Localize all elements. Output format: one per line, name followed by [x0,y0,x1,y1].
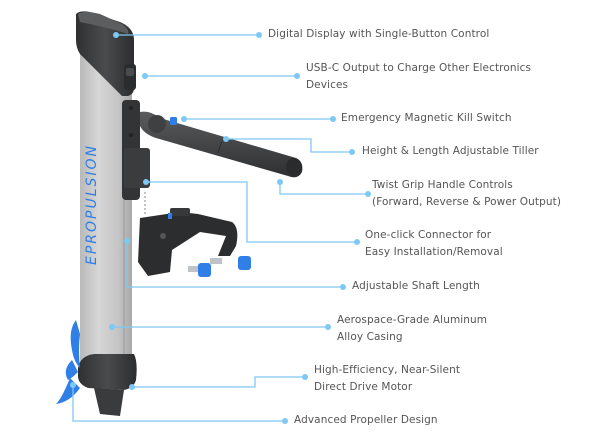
callout-label-motor: High-Efficiency, Near-Silent Direct Driv… [314,362,460,396]
clamp-bracket [138,208,251,277]
callout-text: Devices [306,79,349,91]
callout-line-tiller [226,138,352,153]
tiller-arm [140,111,303,178]
callout-label-propeller: Advanced Propeller Design [294,412,438,429]
callout-line-motor [132,376,305,388]
callout-label-kill-switch: Emergency Magnetic Kill Switch [341,110,512,127]
callout-dot-usb-end [294,73,300,79]
callout-dot-propeller-start [70,382,76,388]
callout-dot-connector-start [143,179,149,185]
callout-label-shaft: Adjustable Shaft Length [352,278,480,295]
callout-lines [70,32,371,424]
kill-switch-key [170,117,177,125]
callout-dot-twist-grip-end [365,191,371,197]
callout-text: (Forward, Reverse & Power Output) [372,196,562,208]
callout-dot-casing-end [325,324,331,330]
callout-text: Direct Drive Motor [314,381,413,393]
motor-pod [78,354,137,416]
callout-text: Twist Grip Handle Controls [372,179,513,191]
callout-dot-shaft-start [124,238,130,244]
callout-dot-propeller-end [282,418,288,424]
callout-dot-display-start [113,32,119,38]
callout-text: High-Efficiency, Near-Silent [314,364,461,376]
callout-dot-display-end [256,32,262,38]
callout-label-tiller: Height & Length Adjustable Tiller [362,143,539,160]
callout-dot-kill-switch-start [181,116,187,122]
callout-label-twist-grip: Twist Grip Handle Controls (Forward, Rev… [372,177,561,211]
callout-text: Adjustable Shaft Length [352,280,480,292]
callout-text: Alloy Casing [337,331,403,343]
motor-head [76,11,136,96]
propeller [56,320,80,404]
callout-line-shaft [126,241,343,288]
callout-dot-shaft-end [340,284,346,290]
callout-text: Height & Length Adjustable Tiller [362,145,539,157]
callout-dot-motor-end [302,374,308,380]
callout-text: Aerospace-Grade Aluminum [337,314,488,326]
callout-line-connector [146,181,357,243]
callout-dot-twist-grip-start [277,179,283,185]
callout-text: Easy Installation/Removal [365,246,503,258]
callout-text: One-click Connector for [365,229,492,241]
callout-dot-tiller-end [349,149,355,155]
callout-dot-motor-start [129,384,135,390]
callout-text: Emergency Magnetic Kill Switch [341,112,512,124]
callout-dot-kill-switch-end [330,116,336,122]
callout-label-usb: USB-C Output to Charge Other Electronics… [306,60,531,94]
callout-label-display: Digital Display with Single-Button Contr… [268,26,489,43]
tiller-bracket [122,100,150,200]
callout-line-propeller [72,385,285,422]
callout-dot-usb-start [142,73,148,79]
callout-dot-casing-start [109,324,115,330]
callout-text: Advanced Propeller Design [294,414,438,426]
callout-dot-tiller-start [223,136,229,142]
callout-line-twist-grip [279,182,368,195]
callout-label-casing: Aerospace-Grade Aluminum Alloy Casing [337,312,487,346]
brand-text: EPROPULSION [84,144,100,265]
callout-dot-connector-end [354,239,360,245]
callout-label-connector: One-click Connector for Easy Installatio… [365,227,503,261]
callout-text: USB-C Output to Charge Other Electronics [306,62,532,74]
callout-text: Digital Display with Single-Button Contr… [268,28,490,40]
